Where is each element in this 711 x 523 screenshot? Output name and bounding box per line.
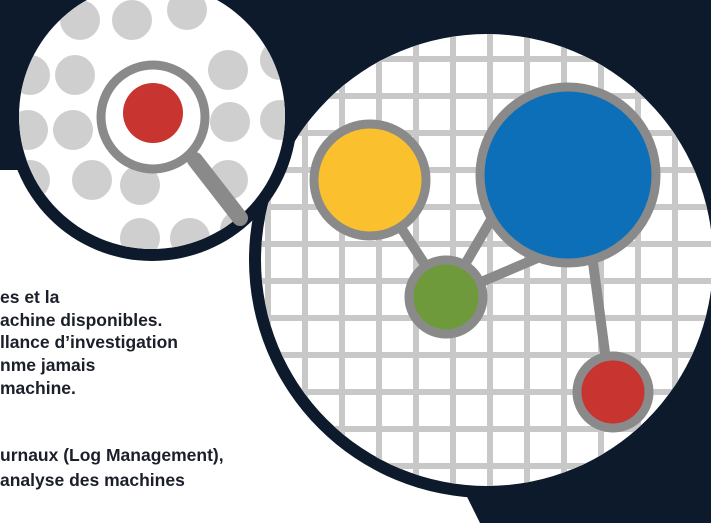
text-line: machine. <box>0 378 76 398</box>
red-node <box>572 351 654 433</box>
magnifier-handle <box>187 152 248 226</box>
text-line: analyse des machines <box>0 470 185 490</box>
text-line: urnaux (Log Management), <box>0 445 224 465</box>
text-line: achine disponibles. <box>0 310 163 330</box>
network-graph-icon <box>249 22 711 498</box>
green-node <box>404 255 488 339</box>
magnifier-icon <box>7 0 297 261</box>
red-target <box>123 83 183 143</box>
body-text: es et la achine disponibles. llance d’in… <box>0 0 224 490</box>
text-line: nme jamais <box>0 355 96 375</box>
text-line: es et la <box>0 287 60 307</box>
yellow-node <box>309 119 431 241</box>
text-line: llance d’investigation <box>0 332 178 352</box>
blue-node <box>475 82 661 268</box>
